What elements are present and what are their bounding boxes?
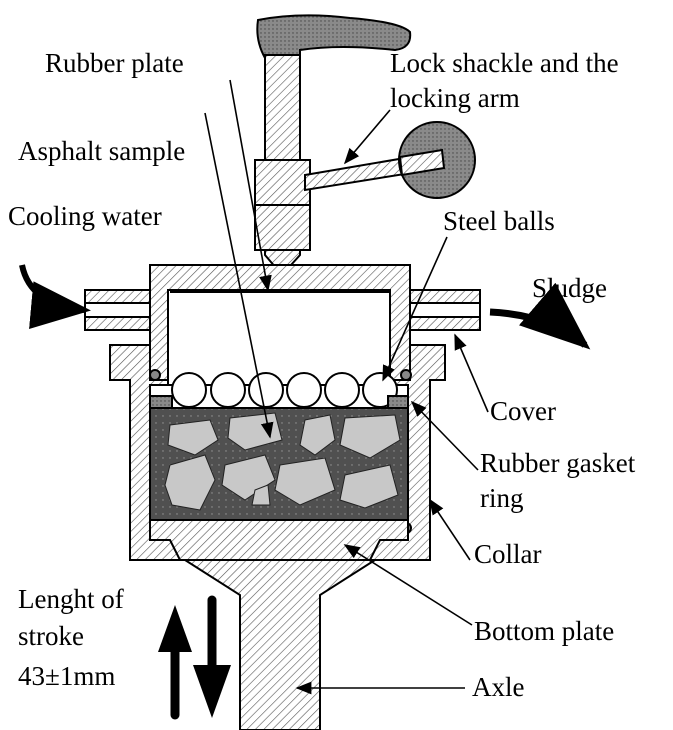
chamber — [167, 289, 391, 391]
label-collar: Collar — [474, 539, 542, 569]
bottom-plate — [149, 519, 409, 561]
rubber-gasket-right — [387, 395, 409, 409]
label-cooling-water: Cooling water — [8, 201, 162, 231]
label-sludge: Sludge — [532, 273, 607, 303]
label-axle: Axle — [472, 672, 525, 702]
rubber-gasket-left — [149, 395, 173, 409]
inlet-pipe-bore — [84, 302, 156, 318]
rod-collar-lower — [254, 204, 311, 251]
stroke-arrows — [158, 595, 231, 720]
label-bottom-plate: Bottom plate — [474, 616, 614, 646]
stones — [164, 412, 401, 511]
arm-tip — [398, 148, 446, 177]
axle — [181, 559, 379, 730]
label-rubber-gasket-line1: Rubber gasket — [480, 448, 636, 478]
label-cover: Cover — [490, 396, 556, 426]
rod-collar — [254, 159, 311, 206]
label-asphalt-sample: Asphalt sample — [18, 136, 185, 166]
cooling-water-arrow — [19, 264, 91, 329]
label-lock-shackle-line1: Lock shackle and the — [390, 48, 619, 78]
label-stroke-line1: Lenght of — [18, 584, 124, 614]
steel-balls — [171, 372, 398, 408]
o-ring — [149, 369, 161, 381]
label-rubber-gasket-line2: ring — [480, 483, 524, 513]
handle — [256, 14, 412, 59]
outlet-pipe-bore — [407, 302, 481, 318]
label-stroke-value: 43±1mm — [18, 661, 115, 691]
label-steel-balls: Steel balls — [443, 206, 555, 236]
label-lock-shackle-line2: locking arm — [390, 83, 520, 113]
sludge-arrow — [489, 282, 591, 350]
label-rubber-plate: Rubber plate — [45, 48, 184, 78]
o-ring — [400, 369, 412, 381]
leader-lines — [204, 79, 489, 695]
label-stroke-line2: stroke — [18, 621, 84, 651]
